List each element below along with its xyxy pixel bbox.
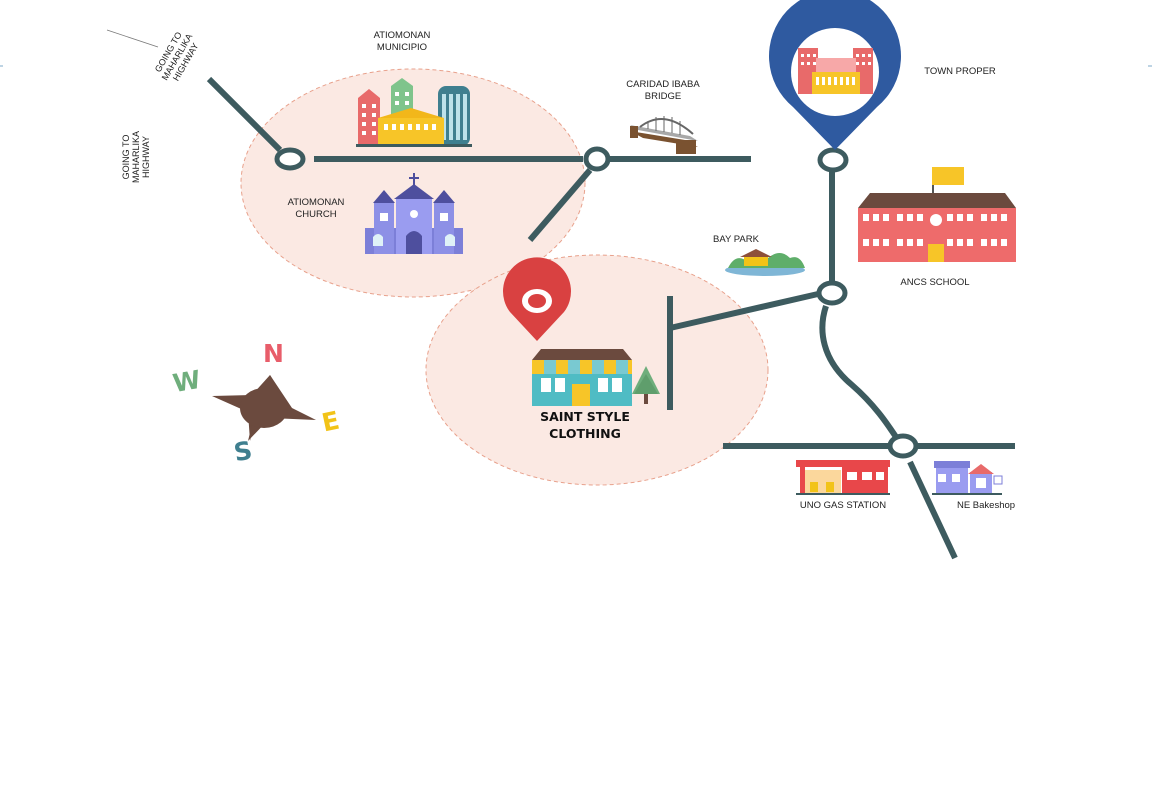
highway-label-left: GOING TO MAHARLIKA HIGHWAY xyxy=(121,122,151,192)
highway-left-line-3: HIGHWAY xyxy=(141,136,151,178)
bridge-label: CARIDAD IBABA BRIDGE xyxy=(608,79,718,103)
compass-north: N xyxy=(263,339,284,368)
compass-icon xyxy=(212,375,316,441)
school-icon xyxy=(858,167,1016,262)
store-label: SAINT STYLE CLOTHING xyxy=(523,408,647,442)
bakeshop-icon xyxy=(932,461,1003,495)
junctions xyxy=(274,146,919,459)
church-label: ATIOMONAN CHURCH xyxy=(272,197,360,221)
clothing-store-icon xyxy=(532,349,632,406)
store-pin-icon xyxy=(503,257,571,341)
store-label-line-2: CLOTHING xyxy=(549,426,621,441)
school-label: ANCS SCHOOL xyxy=(900,277,970,288)
highway-left-line-1: GOING TO xyxy=(121,134,131,180)
municipio-buildings-icon xyxy=(356,78,472,147)
church-icon xyxy=(365,173,463,254)
bridge-label-line-2: BRIDGE xyxy=(644,91,682,102)
church-label-line-2: CHURCH xyxy=(295,209,337,220)
road-network xyxy=(206,76,1015,560)
municipio-label-line-1: ATIOMONAN xyxy=(373,30,431,41)
bay-park-icon xyxy=(725,249,805,276)
bakeshop-label: NE Bakeshop xyxy=(956,500,1016,511)
highway-pointer-line xyxy=(106,29,159,48)
bridge-label-line-1: CARIDAD IBABA xyxy=(626,79,700,90)
town-proper-pin-icon xyxy=(769,0,901,150)
municipio-label-line-2: MUNICIPIO xyxy=(376,42,428,53)
bay-park-label: BAY PARK xyxy=(713,234,759,245)
bridge-icon xyxy=(630,116,698,154)
gas-station-icon xyxy=(796,460,890,495)
gas-station-label: UNO GAS STATION xyxy=(799,500,887,511)
highway-left-line-2: MAHARLIKA xyxy=(131,131,141,184)
municipio-label: ATIOMONAN MUNICIPIO xyxy=(352,30,452,54)
church-label-line-1: ATIOMONAN xyxy=(287,197,345,208)
town-proper-label: TOWN PROPER xyxy=(924,66,996,77)
pine-tree-icon xyxy=(632,366,660,404)
store-label-line-1: SAINT STYLE xyxy=(540,409,630,424)
compass-west: W xyxy=(170,364,203,399)
